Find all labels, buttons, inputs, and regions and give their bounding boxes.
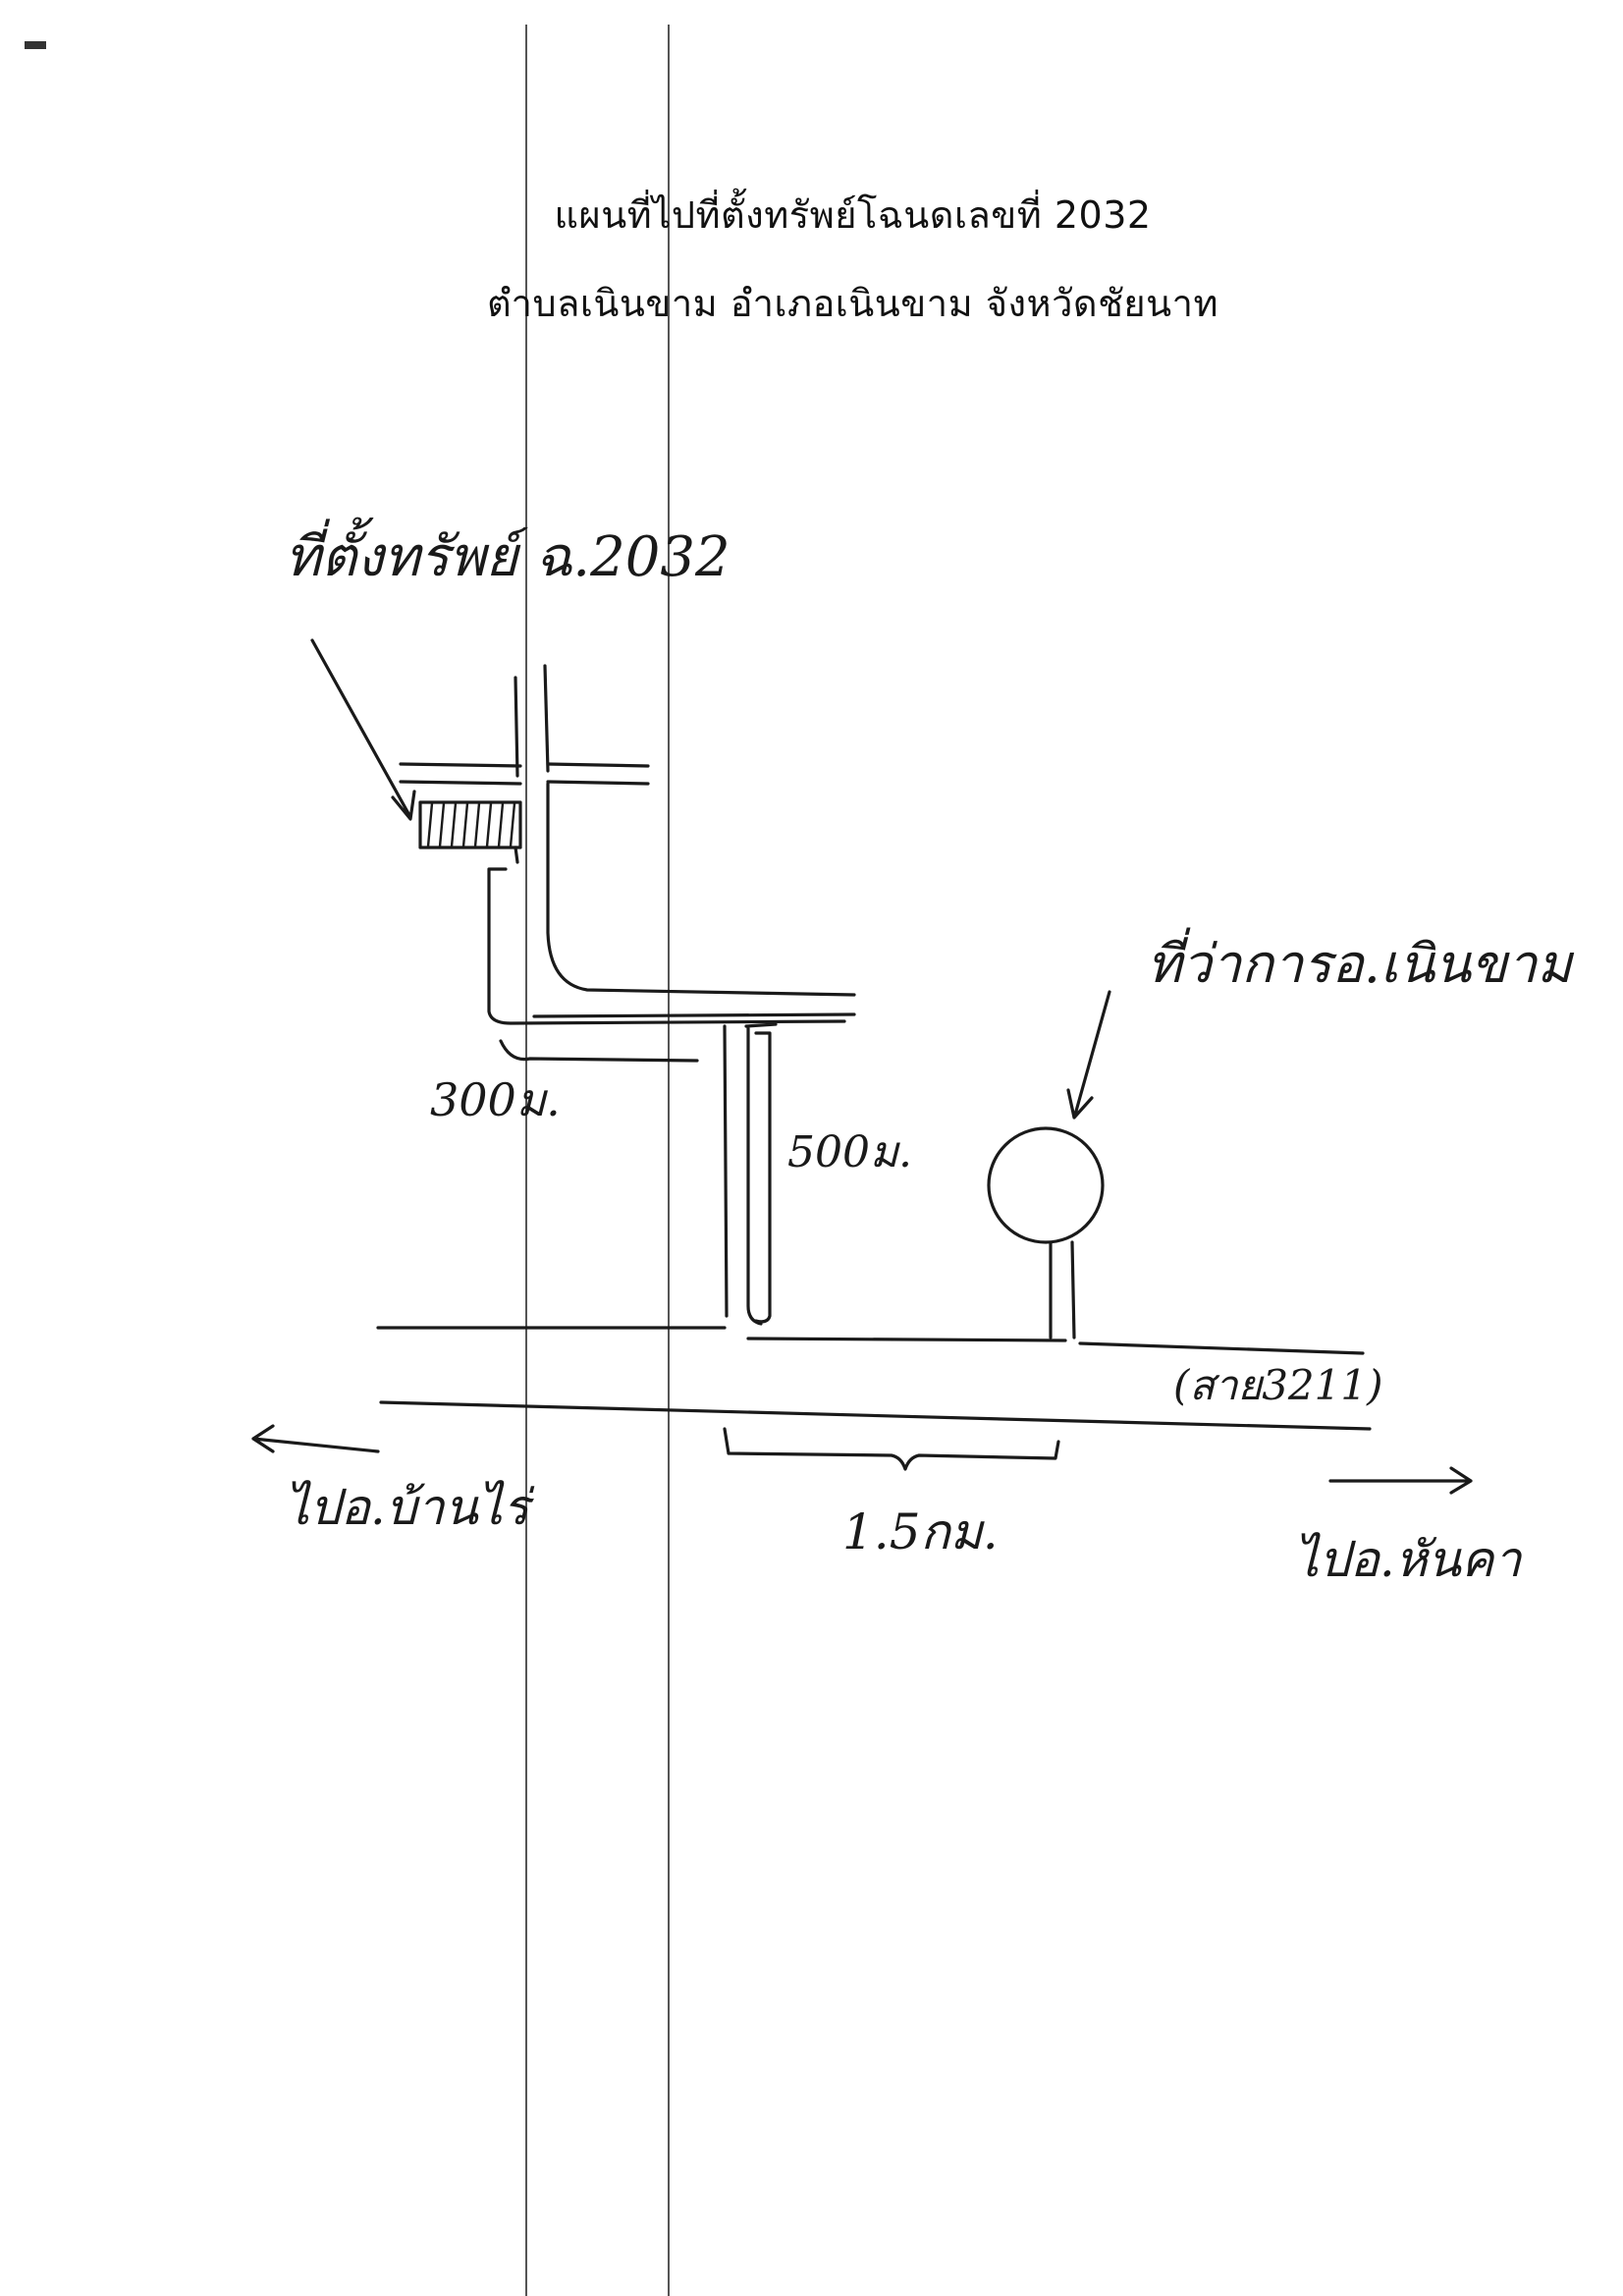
arrow-east [1328, 1466, 1473, 1495]
dimension-15km-bracket [723, 1427, 1060, 1471]
road-vertical-500 [723, 1022, 778, 1326]
property-label: ที่ตั้งทรัพย์ ฉ.2032 [285, 525, 730, 589]
district-office-circle [987, 1126, 1105, 1244]
road-vertical-north [514, 664, 550, 778]
road-east-edge-curve [546, 782, 856, 997]
document-title: แผนที่ไปที่ตั้งทรัพย์โฉนดเลขที่ 2032 [554, 193, 1152, 237]
scan-mark [25, 41, 46, 49]
district-office-label: ที่ว่าการอ.เนินขาม [1147, 933, 1572, 995]
road-west-edge [487, 846, 846, 1025]
property-pointer-arrow [310, 638, 416, 821]
dimension-300-line [499, 1039, 699, 1063]
distance-300-label: 300ม. [430, 1073, 561, 1126]
arrow-west [251, 1424, 380, 1453]
distance-15km-label: 1.5กม. [842, 1503, 999, 1560]
dimension-500-line [754, 1031, 772, 1324]
direction-east-label: ไปอ.หันคา [1294, 1531, 1522, 1588]
distance-500-label: 500ม. [787, 1127, 912, 1177]
property-parcel [418, 800, 522, 849]
route-label: (สาย3211) [1173, 1361, 1383, 1409]
direction-west-label: ไปอ.บ้านไร่ [285, 1479, 529, 1536]
office-access-road [1049, 1240, 1076, 1339]
main-road-north-edge [376, 1326, 1365, 1355]
main-road-south-edge [379, 1400, 1372, 1431]
office-pointer-arrow [1066, 990, 1111, 1120]
document-subtitle-location: ตำบลเนินขาม อำเภอเนินขาม จังหวัดชัยนาท [486, 282, 1218, 325]
road-inner-edge [532, 1012, 856, 1018]
road-horizontal-cross [399, 762, 650, 786]
